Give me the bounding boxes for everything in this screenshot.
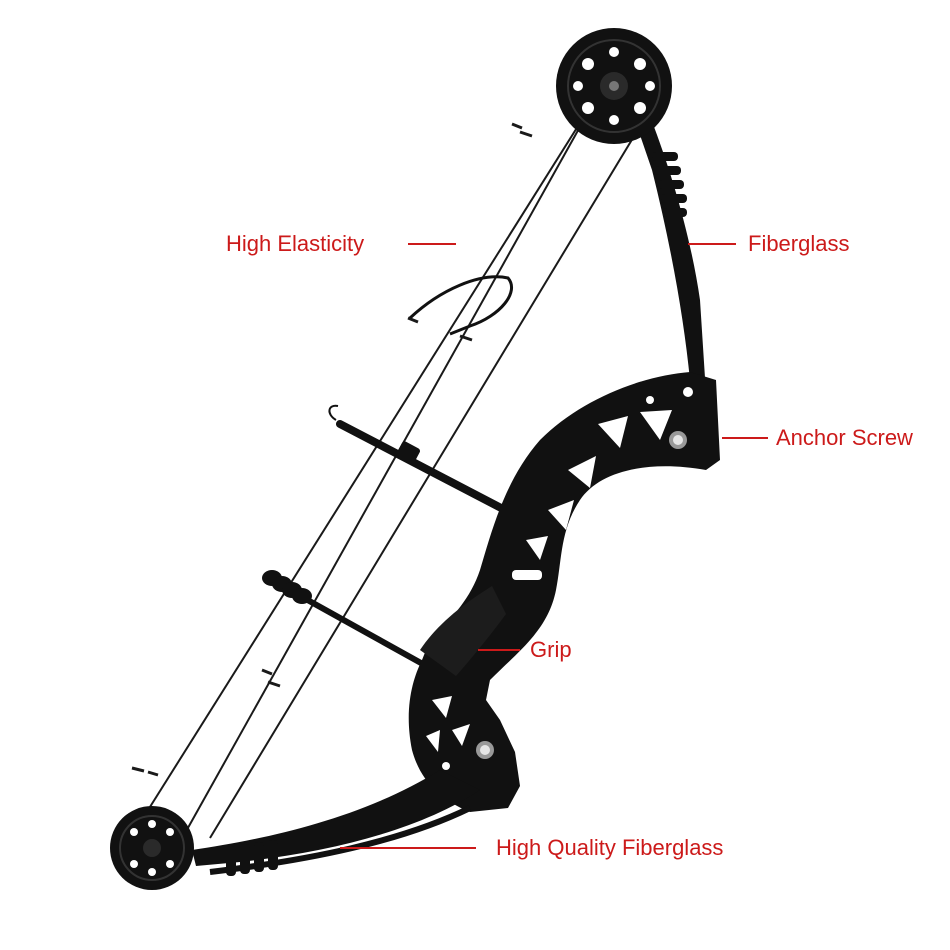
callout-anchor-screw: Anchor Screw bbox=[776, 425, 913, 450]
string-fitting bbox=[131, 122, 533, 777]
callout-fiberglass: Fiberglass bbox=[748, 231, 850, 256]
bottom-limb bbox=[192, 770, 480, 866]
callout-grip: Grip bbox=[530, 637, 572, 662]
riser-cutouts bbox=[512, 387, 693, 580]
callout-lines bbox=[340, 243, 768, 849]
anchor-screw-lower bbox=[476, 741, 494, 759]
cable-slide bbox=[408, 275, 514, 336]
top-limb-damper bbox=[652, 152, 687, 217]
cable-2 bbox=[209, 117, 646, 839]
riser-lower-cutouts bbox=[426, 696, 470, 770]
arrow-rod-lower bbox=[262, 570, 433, 671]
riser bbox=[408, 372, 720, 812]
anchor-screw-upper bbox=[669, 431, 687, 449]
top-limb bbox=[628, 92, 705, 380]
cable-guard-upper bbox=[328, 404, 532, 526]
bottom-limb-damper bbox=[226, 840, 278, 876]
cable-1 bbox=[169, 99, 596, 861]
main-bowstring bbox=[137, 71, 613, 827]
bow-strings bbox=[131, 71, 646, 861]
top-cam bbox=[556, 28, 672, 144]
bottom-cam bbox=[110, 806, 194, 890]
callout-high-elasticity: High Elasticity bbox=[226, 231, 365, 256]
grip bbox=[420, 586, 506, 676]
callout-high-quality-fiberglass: High Quality Fiberglass bbox=[496, 835, 724, 860]
